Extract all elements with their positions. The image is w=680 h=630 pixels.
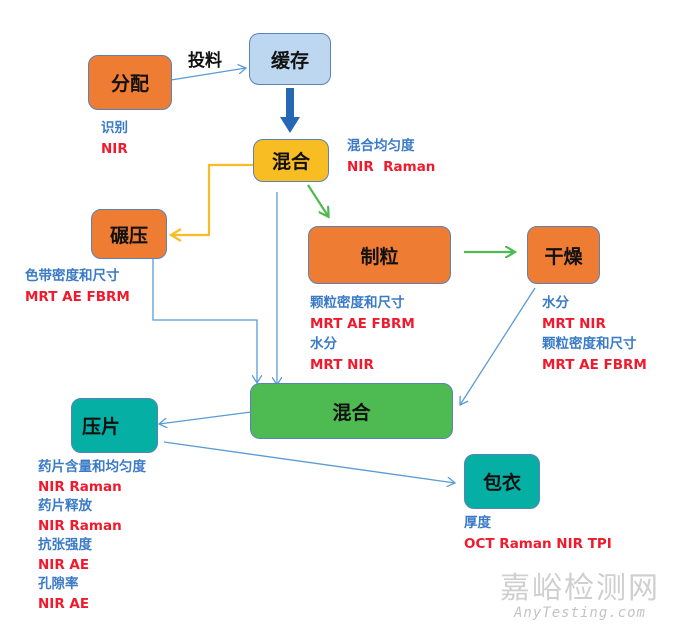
node-dispense-label: 分配	[110, 73, 149, 95]
annotation-roller: 色带密度和尺寸 MRT AE FBRM	[25, 266, 130, 307]
annotation-tablet: 药片含量和均匀度 NIR Raman 药片释放 NIR Raman 抗张强度 N…	[38, 458, 146, 614]
watermark-cn: 嘉峪检测网	[500, 571, 660, 606]
node-blend1[interactable]: 混合	[253, 139, 329, 182]
node-coat[interactable]: 包衣	[464, 454, 540, 509]
node-tablet-label: 压片	[82, 416, 121, 438]
feed-label: 投料	[188, 51, 222, 71]
annotation-attribute: 药片含量和均匀度	[38, 459, 146, 475]
annotation-technique: NIR AE	[38, 595, 90, 612]
annotation-dispense: 识别 NIR	[101, 118, 128, 159]
edge-blend1-granulate	[307, 184, 328, 216]
edge-blend2-tablet	[159, 411, 252, 424]
node-coat-label: 包衣	[482, 472, 521, 494]
annotation-technique: MRT AE FBRM	[25, 288, 130, 305]
annotation-granulate: 颗粒密度和尺寸 MRT AE FBRM 水分 MRT NIR	[310, 293, 415, 375]
node-blend2-label: 混合	[332, 401, 371, 424]
annotation-technique: MRT NIR	[310, 356, 374, 373]
annotation-attribute: 水分	[310, 336, 337, 352]
annotation-attribute: 药片释放	[38, 498, 92, 514]
node-dry-label: 干燥	[544, 245, 583, 268]
node-buffer-label: 缓存	[270, 49, 309, 72]
annotation-attribute: 抗张强度	[38, 537, 92, 553]
annotation-blend1: 混合均匀度 NIR Raman	[347, 136, 435, 177]
node-roller[interactable]: 碾压	[91, 209, 167, 259]
edge-buffer-blend1	[280, 88, 300, 133]
edge-tablet-coat	[163, 441, 455, 483]
edge-dry-blend2	[460, 287, 536, 405]
annotation-attribute: 颗粒密度和尺寸	[310, 295, 405, 311]
watermark: 嘉峪检测网 AnyTesting.com	[500, 571, 660, 622]
node-dispense[interactable]: 分配	[88, 55, 172, 110]
annotation-attribute: 混合均匀度	[347, 138, 415, 154]
edge-dispense-buffer	[170, 68, 246, 81]
annotation-technique: MRT AE FBRM	[542, 356, 647, 373]
annotation-attribute: 孔隙率	[38, 576, 79, 592]
annotation-technique: NIR Raman	[38, 517, 122, 534]
arrowhead-roller	[168, 228, 182, 242]
annotation-technique: OCT Raman NIR TPI	[464, 535, 612, 552]
edge-roller-blend2	[152, 258, 257, 383]
annotation-technique: NIR AE	[38, 556, 90, 573]
node-granulate-label: 制粒	[360, 245, 399, 268]
node-buffer[interactable]: 缓存	[249, 33, 331, 85]
node-dry[interactable]: 干燥	[527, 226, 600, 284]
annotation-attribute: 识别	[101, 120, 128, 136]
annotation-technique: MRT NIR	[542, 315, 606, 332]
edge-blend1-roller	[172, 163, 253, 237]
node-tablet[interactable]: 压片	[71, 398, 158, 453]
annotation-technique: NIR	[101, 140, 128, 157]
node-blend2[interactable]: 混合	[250, 383, 453, 439]
annotation-attribute: 水分	[542, 295, 569, 311]
node-granulate[interactable]: 制粒	[308, 226, 451, 284]
node-blend1-label: 混合	[271, 151, 310, 173]
annotation-attribute: 色带密度和尺寸	[25, 268, 120, 284]
annotation-dry: 水分 MRT NIR 颗粒密度和尺寸 MRT AE FBRM	[542, 293, 647, 375]
watermark-en: AnyTesting.com	[513, 605, 646, 621]
annotation-technique: NIR Raman	[38, 478, 122, 495]
annotation-attribute: 厚度	[464, 515, 491, 531]
annotation-technique: NIR Raman	[347, 158, 436, 175]
annotation-coat: 厚度 OCT Raman NIR TPI	[464, 513, 612, 554]
annotation-attribute: 颗粒密度和尺寸	[542, 336, 637, 352]
node-roller-label: 碾压	[109, 224, 148, 247]
annotation-technique: MRT AE FBRM	[310, 315, 415, 332]
